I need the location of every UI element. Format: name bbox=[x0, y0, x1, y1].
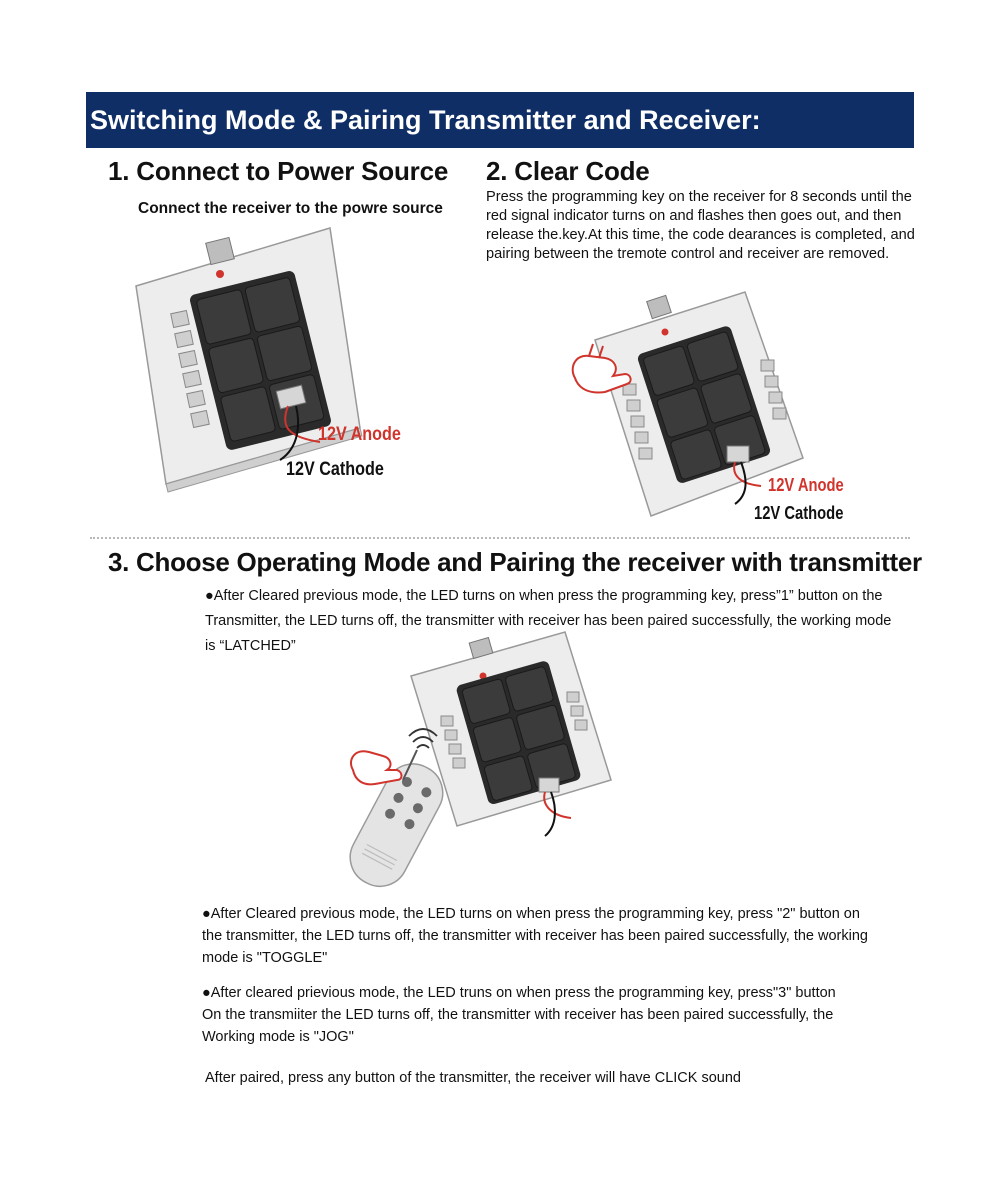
toggle-line: the transmitter, the LED turns off, the … bbox=[202, 928, 868, 944]
banner-title: Switching Mode & Pairing Transmitter and… bbox=[90, 105, 761, 135]
jog-line: On the transmiiter the LED turns off, th… bbox=[202, 1007, 834, 1023]
step2-cathode-label: 12V Cathode bbox=[754, 503, 844, 523]
latched-line: ●After Cleared previous mode, the LED tu… bbox=[205, 588, 883, 604]
step1-subtitle: Connect the receiver to the powre source bbox=[138, 200, 443, 217]
page-banner: Switching Mode & Pairing Transmitter and… bbox=[86, 92, 914, 148]
step1-heading: 1. Connect to Power Source bbox=[108, 156, 449, 186]
step1-cathode-label: 12V Cathode bbox=[286, 459, 384, 480]
receiver-illustration-2 bbox=[571, 291, 804, 517]
step3-toggle-text: ●After Cleared previous mode, the LED tu… bbox=[202, 903, 922, 969]
receiver-remote-illustration bbox=[349, 631, 612, 888]
toggle-line: mode is "TOGGLE" bbox=[202, 950, 328, 966]
step2-line: release the.key.At this time, the code d… bbox=[486, 227, 915, 243]
step3-jog-text: ●After cleared prievious mode, the LED t… bbox=[202, 982, 922, 1048]
receiver-illustration-1 bbox=[135, 227, 363, 493]
latched-line: Transmitter, the LED turns off, the tran… bbox=[205, 613, 892, 629]
toggle-line: ●After Cleared previous mode, the LED tu… bbox=[202, 906, 860, 922]
jog-line: ●After cleared prievious mode, the LED t… bbox=[202, 985, 836, 1001]
step1-anode-label: 12V Anode bbox=[318, 424, 401, 445]
step2-line: red signal indicator turns on and flashe… bbox=[486, 208, 902, 224]
section-divider bbox=[90, 537, 910, 539]
step3-latched-text: ●After Cleared previous mode, the LED tu… bbox=[205, 584, 925, 659]
latched-line: is “LATCHED” bbox=[205, 638, 296, 654]
step2-line: pairing between the tremote control and … bbox=[486, 246, 890, 262]
jog-line: Working mode is "JOG" bbox=[202, 1029, 354, 1045]
step2-anode-label: 12V Anode bbox=[768, 475, 844, 495]
step2-description: Press the programming key on the receive… bbox=[486, 188, 926, 264]
step2-heading: 2. Clear Code bbox=[486, 156, 650, 186]
step3-footer-note: After paired, press any button of the tr… bbox=[205, 1070, 741, 1086]
step3-heading: 3. Choose Operating Mode and Pairing the… bbox=[108, 547, 922, 577]
step2-line: Press the programming key on the receive… bbox=[486, 189, 912, 205]
